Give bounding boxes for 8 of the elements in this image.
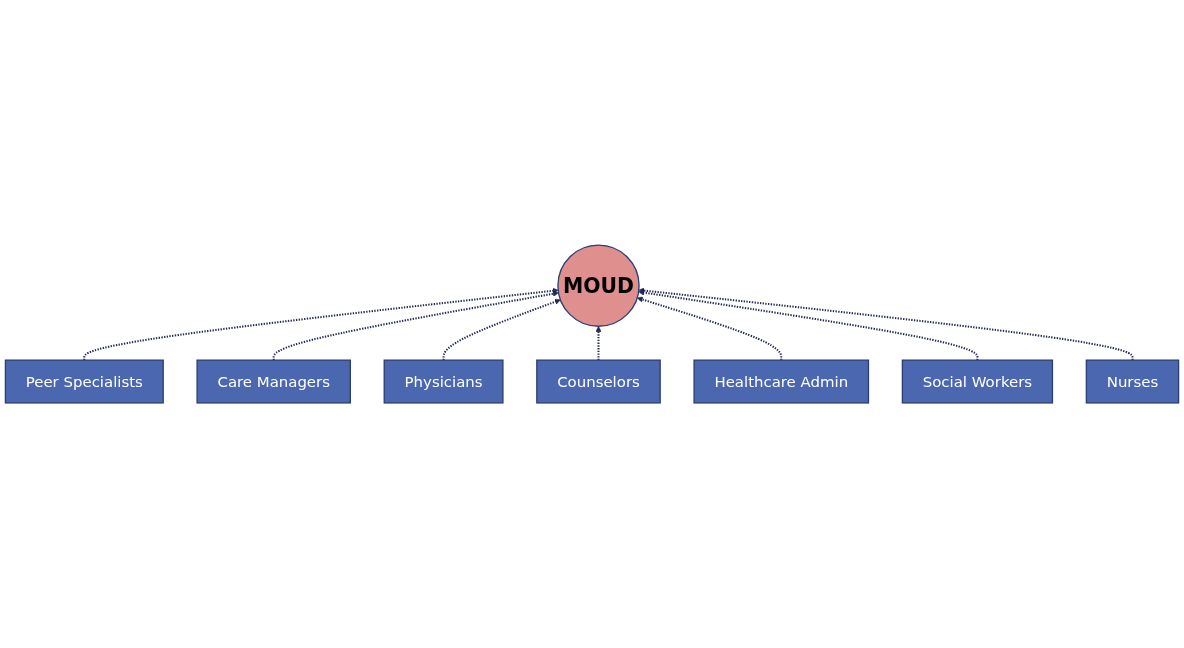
node-box: Nurses <box>1085 359 1180 404</box>
node-box: Care Managers <box>196 359 351 404</box>
node-box: Counselors <box>536 359 661 404</box>
node-circle: MOUD <box>557 244 640 327</box>
node-box: Social Workers <box>901 359 1054 404</box>
node-box: Physicians <box>383 359 504 404</box>
node-box: Peer Specialists <box>4 359 164 404</box>
node-box: Healthcare Admin <box>693 359 870 404</box>
